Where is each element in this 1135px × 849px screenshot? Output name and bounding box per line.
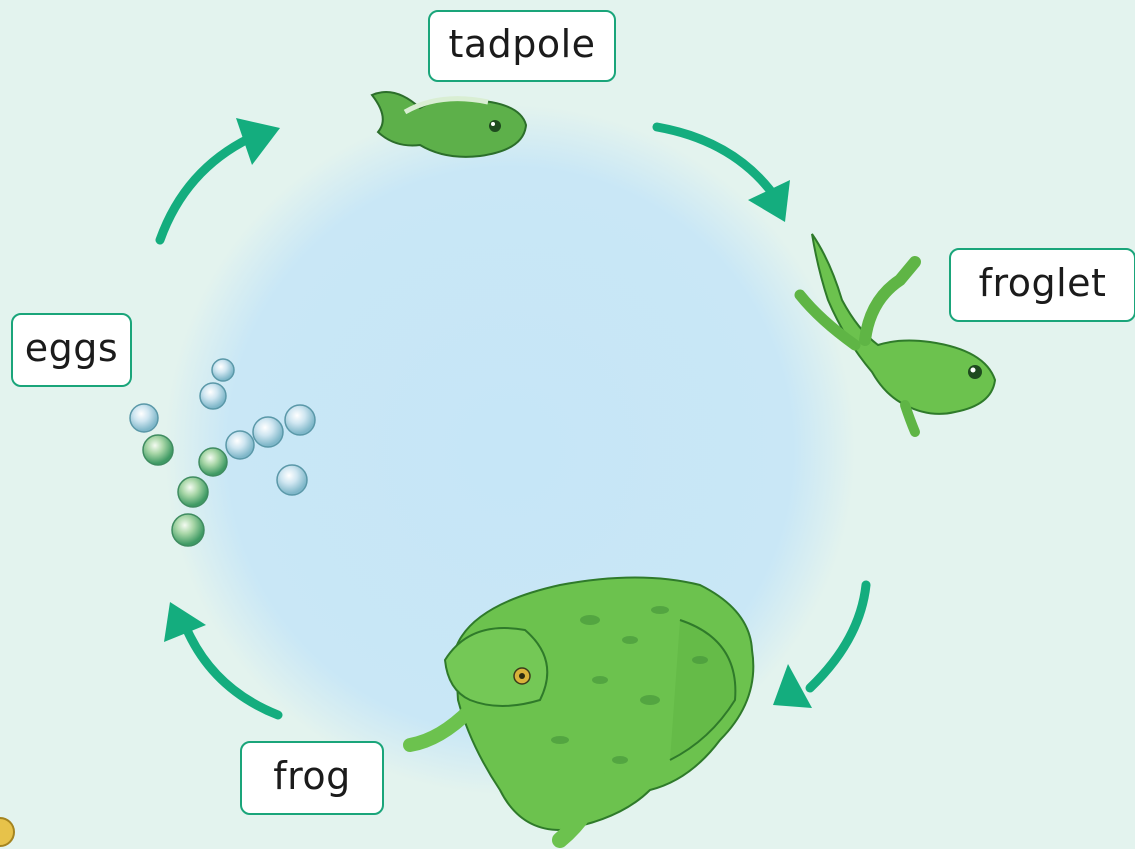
label-tadpole: tadpole: [428, 10, 616, 82]
label-froglet: froglet: [949, 248, 1135, 322]
label-frog: frog: [240, 741, 384, 815]
corner-ornament-icon: [0, 818, 14, 846]
label-eggs: eggs: [11, 313, 132, 387]
